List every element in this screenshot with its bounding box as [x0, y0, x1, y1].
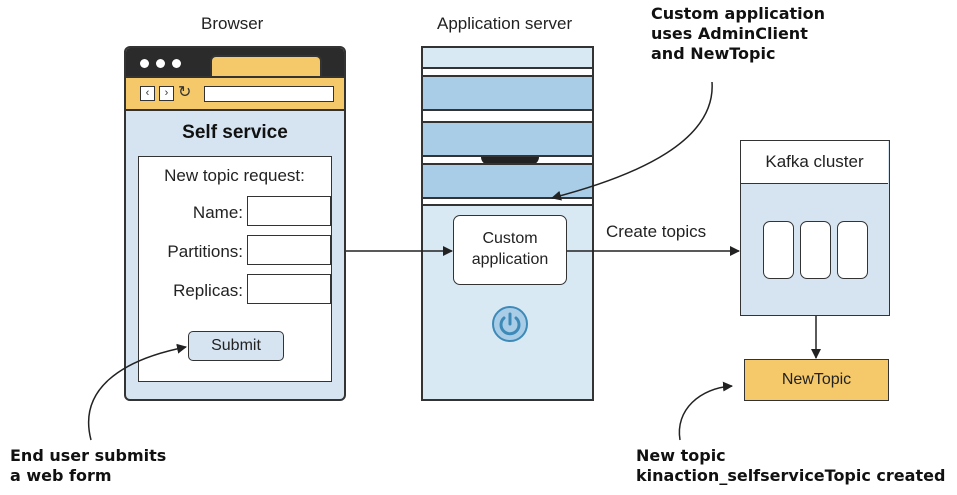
callout-custom-app: Custom application uses AdminClient and … [651, 4, 825, 64]
form-title: New topic request: [164, 166, 305, 185]
callout-new-topic: New topic kinaction_selfserviceTopic cre… [636, 446, 945, 486]
server-bay [423, 121, 592, 155]
server-bay [423, 67, 592, 75]
drive-slot [481, 157, 539, 165]
replicas-label: Replicas: [173, 281, 243, 300]
callout-line: uses AdminClient [651, 24, 808, 43]
browser-label: Browser [201, 14, 264, 33]
server-top [423, 48, 592, 67]
broker [763, 221, 794, 279]
address-bar[interactable] [204, 86, 334, 102]
callout-line: New topic [636, 446, 726, 465]
chevron-left-icon[interactable]: ‹ [140, 86, 155, 101]
submit-button[interactable]: Submit [188, 331, 284, 361]
callout-line: End user submits [10, 446, 167, 465]
window-dot-icon [140, 59, 149, 68]
refresh-icon[interactable]: ↻ [178, 84, 192, 101]
server-bay [423, 163, 592, 197]
page-title: Self service [182, 122, 288, 143]
callout-arrow-right [678, 381, 733, 441]
browser-toolbar: ‹ › ↻ [126, 76, 344, 111]
name-label: Name: [192, 203, 243, 222]
browser-window: ‹ › ↻ Self service New topic request: Na… [124, 46, 346, 401]
server-label: Application server [437, 14, 573, 33]
app-line-1: Custom [482, 230, 538, 247]
window-dot-icon [156, 59, 165, 68]
browser-tab[interactable] [210, 55, 322, 78]
new-topic-form: New topic request: Name: Partitions: Rep… [138, 156, 332, 382]
server-bay [423, 75, 592, 109]
power-icon[interactable] [491, 305, 529, 343]
app-line-2: application [471, 251, 549, 268]
callout-line: a web form [10, 466, 112, 485]
server-bay [423, 197, 592, 205]
partitions-field[interactable] [247, 235, 331, 265]
custom-application: Custom application [453, 215, 567, 285]
window-dot-icon [172, 59, 181, 68]
callout-end-user: End user submits a web form [10, 446, 166, 486]
callout-arrow-left [87, 343, 187, 441]
kafka-cluster: Kafka cluster [740, 140, 890, 316]
new-topic-box: NewTopic [744, 359, 889, 401]
name-field[interactable] [247, 196, 331, 226]
callout-arrow-top [551, 81, 713, 201]
broker [837, 221, 868, 279]
chevron-right-icon[interactable]: › [159, 86, 174, 101]
broker [800, 221, 831, 279]
callout-line: kinaction_selfserviceTopic created [636, 466, 946, 485]
server-bay [423, 109, 592, 121]
kafka-title: Kafka cluster [741, 141, 888, 184]
callout-line: Custom application [651, 4, 826, 23]
create-topics-label: Create topics [606, 222, 707, 241]
partitions-label: Partitions: [167, 242, 243, 261]
callout-line: and NewTopic [651, 44, 776, 63]
replicas-field[interactable] [247, 274, 331, 304]
